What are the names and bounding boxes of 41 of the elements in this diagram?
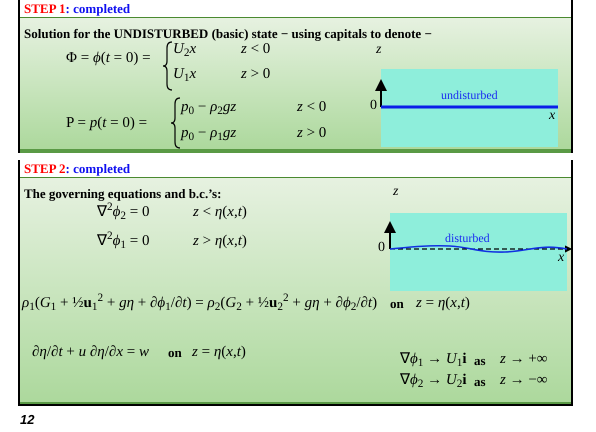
math-expression: U$_{1}$x [173,65,196,84]
panel-heading: The governing equations and b.c.’s: [24,185,222,202]
condition-word: on [168,345,182,362]
math-expression: z → +∞ [500,350,548,369]
math-expression: ∇$^{2}$ϕ$_{1}$ = 0 [97,232,150,251]
math-expression: ∇ϕ$_{1}$ → U$_{1}$i [400,350,467,369]
step-label: STEP 2 [24,162,66,174]
state-label: disturbed [445,230,490,247]
condition-word: on [390,296,404,312]
math-expression: ∂η/∂t + u ∂η/∂x = w [32,343,149,362]
math-expression: z = η(x,t) [192,343,246,362]
page-number: 12 [20,412,34,428]
math-expression: P = p(t = 0) = [66,114,148,133]
math-expression: z → −∞ [500,371,548,390]
axis-label: z [393,183,398,201]
condition-word: as [474,374,486,390]
math-expression: z > η(x,t) [193,232,247,251]
axis-label: x [549,107,556,125]
math-expression: z > 0 [297,124,326,143]
math-expression: ∇$^{2}$ϕ$_{2}$ = 0 [97,203,150,222]
math-expression: p$_{0}$ − ρ$_{2}$gz [181,98,236,117]
axis-label: x [558,249,564,267]
math-expression: z < 0 [297,98,326,117]
status-label: : completed [66,2,130,14]
math-expression: ρ$_{1}$(G$_{1}$ + ½u$_{1}$$^{2}$ + gη + ∂ϕ$_{1}$/∂t) = ρ$_{2}$(G$_{2}$ + ½u$_{2}$$^{2}$ + gη + ∂ϕ$_{2}$/∂t) [22,294,378,313]
math-expression: z > 0 [241,65,270,84]
math-expression: z = η(x,t) [416,294,470,313]
math-expression: z < 0 [241,41,270,59]
math-expression: Φ = ϕ(t = 0) = [66,49,151,68]
math-expression: ∇ϕ$_{2}$ → U$_{2}$i [400,371,467,390]
math-expression: p$_{0}$ − ρ$_{1}$gz [181,124,236,143]
origin-label: 0 [378,239,385,257]
step-label: STEP 1 [24,2,66,14]
panel-heading: Solution for the UNDISTURBED (basic) state − using capitals to denote − [24,25,432,43]
axis-label: z [376,41,382,59]
origin-label: 0 [370,97,377,115]
math-expression: z < η(x,t) [193,203,247,222]
math-expression: U$_{2}$x [173,40,196,59]
condition-word: as [474,353,486,370]
status-label: : completed [66,162,130,174]
state-label: undisturbed [441,87,498,104]
